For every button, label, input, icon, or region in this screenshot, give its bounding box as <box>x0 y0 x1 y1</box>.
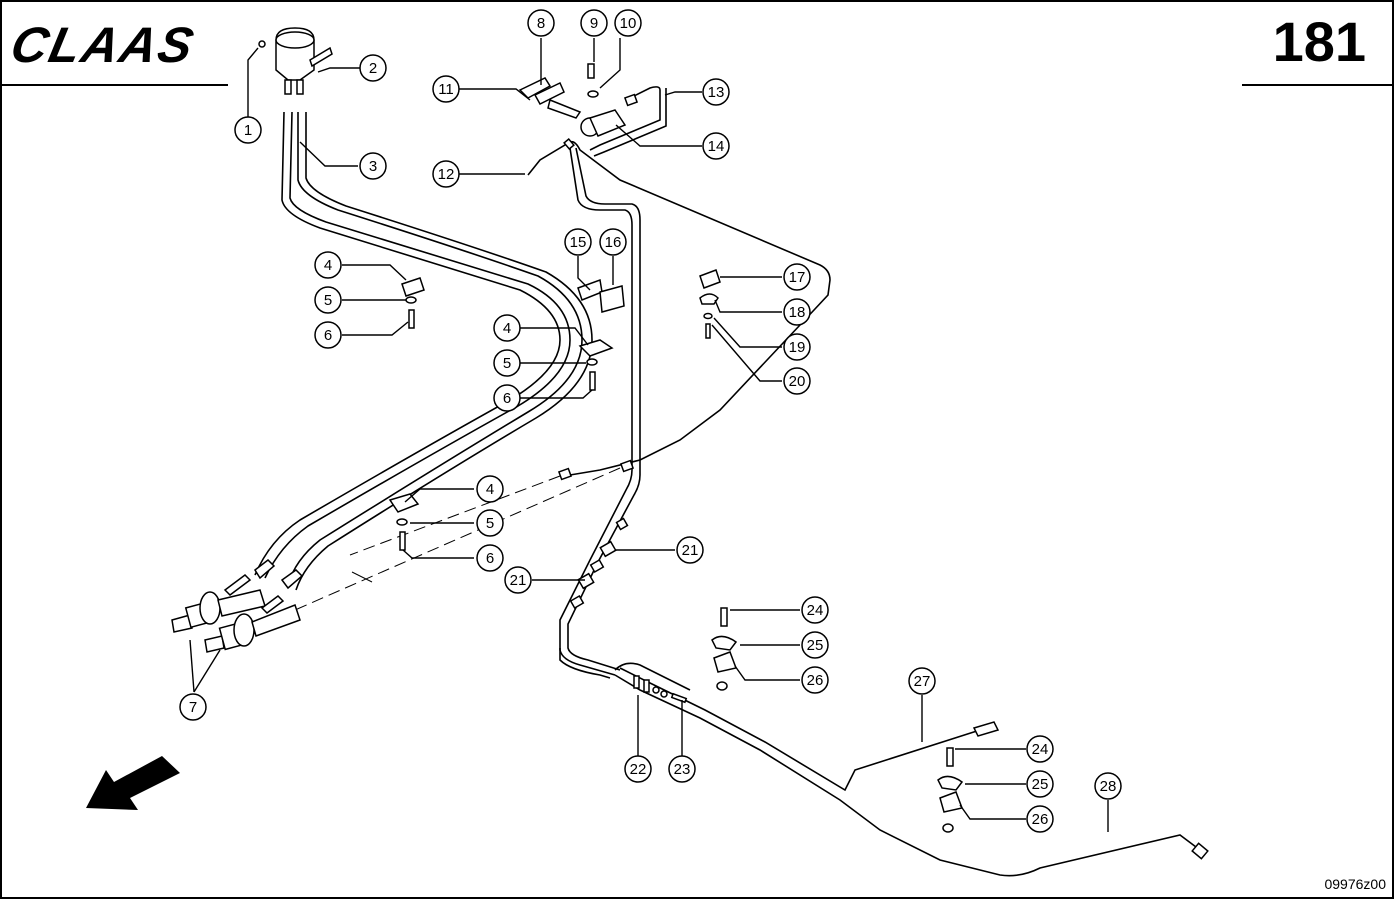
callout-label: 26 <box>807 672 824 689</box>
callout-1: 1 <box>234 116 262 144</box>
callout-label: 6 <box>324 327 332 344</box>
callout-22: 22 <box>624 755 652 783</box>
callout-28: 28 <box>1094 772 1122 800</box>
brand-logo: CLAAS <box>6 17 201 73</box>
callout-26: 26 <box>801 666 829 694</box>
callout-label: 4 <box>324 257 332 274</box>
callout-label: 15 <box>570 234 587 251</box>
brake-lines <box>527 86 1201 877</box>
callout-label: 6 <box>486 550 494 567</box>
callout-21: 21 <box>676 536 704 564</box>
callout-label: 12 <box>438 166 455 183</box>
direction-arrow-icon <box>86 756 180 810</box>
callout-label: 5 <box>503 355 511 372</box>
callout-label: 9 <box>590 15 598 32</box>
callout-label: 25 <box>1032 776 1049 793</box>
callout-15: 15 <box>564 228 592 256</box>
callout-label: 22 <box>630 761 647 778</box>
callout-6: 6 <box>493 384 521 412</box>
callout-23: 23 <box>668 755 696 783</box>
callout-label: 24 <box>807 602 824 619</box>
callout-label: 6 <box>503 390 511 407</box>
callout-label: 25 <box>807 637 824 654</box>
callout-14: 14 <box>702 132 730 160</box>
callout-label: 16 <box>605 234 622 251</box>
callout-label: 2 <box>369 60 377 77</box>
master-cylinders <box>171 559 304 653</box>
callout-label: 11 <box>438 81 454 98</box>
callout-2: 2 <box>359 54 387 82</box>
callout-label: 4 <box>503 320 511 337</box>
reservoir-hoses <box>254 111 593 591</box>
callout-label: 7 <box>189 699 197 716</box>
callout-5: 5 <box>493 349 521 377</box>
callout-label: 24 <box>1032 741 1049 758</box>
fluid-reservoir <box>275 27 333 95</box>
drawing-number: 09976z00 <box>1324 876 1386 892</box>
callout-label: 5 <box>486 515 494 532</box>
callout-8: 8 <box>527 9 555 37</box>
callout-label: 27 <box>914 673 931 690</box>
callout-label: 1 <box>244 122 252 139</box>
callout-label: 14 <box>708 138 725 155</box>
callout-label: 13 <box>708 84 725 101</box>
callout-6: 6 <box>314 321 342 349</box>
callout-24: 24 <box>801 596 829 624</box>
callout-7: 7 <box>179 693 207 721</box>
leader-lines <box>189 38 1109 832</box>
header-rule-left <box>0 84 228 86</box>
callout-label: 17 <box>789 269 806 286</box>
callout-label: 18 <box>789 304 806 321</box>
callout-label: 21 <box>510 572 527 589</box>
callout-21: 21 <box>504 566 532 594</box>
callout-18: 18 <box>783 298 811 326</box>
callout-16: 16 <box>599 228 627 256</box>
screw-part-1 <box>258 40 266 48</box>
callout-13: 13 <box>702 78 730 106</box>
callout-4: 4 <box>314 251 342 279</box>
callout-25: 25 <box>1026 770 1054 798</box>
callout-12: 12 <box>432 160 460 188</box>
callout-label: 3 <box>369 158 377 175</box>
callout-11: 11 <box>432 75 460 103</box>
callout-9: 9 <box>580 9 608 37</box>
callout-4: 4 <box>476 475 504 503</box>
callout-4: 4 <box>493 314 521 342</box>
callout-label: 28 <box>1100 778 1117 795</box>
callout-25: 25 <box>801 631 829 659</box>
page-number: 181 <box>1272 10 1366 73</box>
callout-5: 5 <box>314 286 342 314</box>
callout-3: 3 <box>359 152 387 180</box>
callout-24: 24 <box>1026 735 1054 763</box>
dashed-short <box>351 571 373 583</box>
callout-label: 23 <box>674 761 691 778</box>
callout-5: 5 <box>476 509 504 537</box>
valve-block <box>518 63 639 151</box>
callout-10: 10 <box>614 9 642 37</box>
callout-20: 20 <box>783 367 811 395</box>
callout-label: 5 <box>324 292 332 309</box>
callout-label: 20 <box>789 373 806 390</box>
dashed-guide-lines <box>294 467 621 611</box>
callout-label: 26 <box>1032 811 1049 828</box>
callout-19: 19 <box>783 333 811 361</box>
callout-label: 10 <box>620 15 637 32</box>
callout-label: 8 <box>537 15 545 32</box>
callout-6: 6 <box>476 544 504 572</box>
callout-27: 27 <box>908 667 936 695</box>
callout-26: 26 <box>1026 805 1054 833</box>
callout-17: 17 <box>783 263 811 291</box>
callout-label: 4 <box>486 481 494 498</box>
callout-label: 21 <box>682 542 699 559</box>
header-rule-right <box>1242 84 1394 86</box>
callout-label: 19 <box>789 339 806 356</box>
